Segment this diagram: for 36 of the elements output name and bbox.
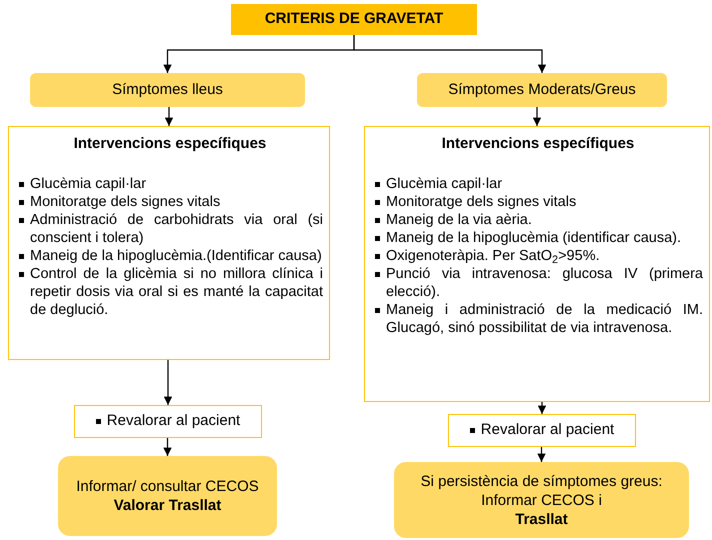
arrow: [537, 447, 546, 462]
bullet-item: Monitoratge dels signes vitals: [30, 193, 220, 211]
bullet-item: Glucèmia capil·lar: [386, 175, 502, 193]
bullet-item: Oxigenoteràpia. Per SatO$_{2}$>95%.: [386, 247, 600, 265]
bullet-item: Maneig de la hipoglucèmia (identificar causa).: [386, 229, 681, 247]
bullet-item: Control de la glicèmia si no millora clínica i repetir dosis via oral si es manté la capacitat de deglució.: [30, 265, 323, 319]
outcome-text: Valorar Trasllat: [114, 496, 222, 515]
category-box: Símptomes lleus: [30, 73, 305, 107]
bullet-item: Punció via intravenosa: glucosa IV (primera elecció).: [386, 265, 703, 301]
bullet-item: Revalorar al pacient: [480, 420, 614, 440]
outcome-text: Trasllat: [515, 510, 568, 528]
box-heading: Intervencions específiques: [72, 135, 268, 153]
outcome-box: [58, 456, 277, 536]
bullet-item: Maneig de la via aèria.: [386, 211, 532, 229]
interventions-box: [364, 126, 710, 402]
interventions-box: [8, 126, 330, 360]
bullet-item: Monitoratge dels signes vitals: [386, 193, 576, 211]
reassess-box: [448, 414, 636, 447]
arrow: [532, 107, 542, 126]
outcome-text: Informar/ consultar CECOS: [76, 477, 259, 496]
bullet-item: Maneig i administració de la medicació IM. Glucagó, sinó possibilitat de via intravenosa.: [386, 301, 703, 337]
bullet-item: Glucèmia capil·lar: [30, 175, 146, 193]
outcome-box: [394, 462, 689, 538]
bullet-item: Administració de carbohidrats via oral (si conscient i tolera): [30, 211, 323, 247]
title-box: CRITERIS DE GRAVETAT: [231, 4, 477, 35]
bullet-item: Revalorar al pacient: [106, 411, 240, 432]
arrow: [538, 402, 546, 414]
box-heading: Intervencions específiques: [440, 135, 636, 153]
arrow: [164, 360, 172, 405]
arrow: [163, 438, 172, 456]
reassess-box: [74, 405, 262, 438]
category-box: Símptomes Moderats/Greus: [417, 73, 667, 107]
arrow: [353, 35, 546, 73]
outcome-text: Si persistència de símptomes greus: Informar CECOS i: [420, 472, 664, 510]
bullet-item: Maneig de la hipoglucèmia.(Identificar causa): [30, 247, 322, 265]
arrow: [164, 107, 174, 126]
